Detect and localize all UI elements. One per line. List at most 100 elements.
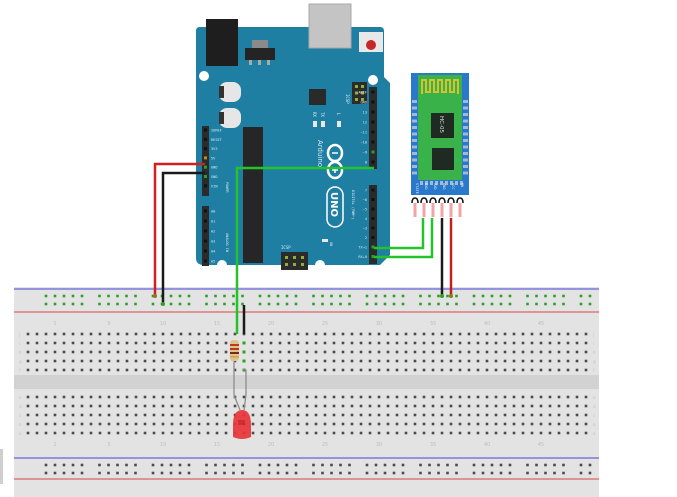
terminal-hole: [503, 395, 507, 399]
column-marker-bottom: 1: [53, 442, 56, 448]
terminal-hole: [125, 413, 129, 417]
terminal-hole: [116, 422, 120, 426]
terminal-hole: [314, 413, 318, 417]
terminal-hole: [431, 332, 435, 336]
terminal-hole: [422, 395, 426, 399]
rail-hole: [241, 294, 244, 298]
terminal-hole: [206, 332, 210, 336]
rail-hole: [187, 294, 191, 298]
terminal-hole: [134, 422, 138, 426]
terminal-hole: [449, 332, 453, 336]
digital-pin: [371, 255, 375, 258]
rail-hole: [472, 302, 476, 306]
hc05-bottom-pad: [440, 181, 443, 185]
power-pin: [204, 128, 207, 132]
rail-hole: [339, 294, 342, 298]
terminal-hole: [341, 368, 345, 372]
rail-hole: [232, 463, 235, 467]
terminal-hole: [332, 332, 336, 336]
mount-hole: [315, 260, 325, 270]
terminal-hole: [584, 368, 588, 372]
terminal-hole: [323, 395, 327, 399]
column-marker-bottom: 15: [214, 442, 220, 448]
resistor-body: [230, 340, 239, 361]
terminal-hole: [80, 431, 84, 435]
rail-hole: [107, 463, 110, 467]
terminal-hole: [494, 359, 498, 363]
terminal-hole: [377, 350, 381, 354]
wire-5v-red[interactable]: [153, 162, 205, 296]
terminal-hole: [305, 341, 309, 345]
terminal-hole: [152, 350, 156, 354]
terminal-hole: [188, 431, 192, 435]
rail-hole: [125, 463, 128, 467]
terminal-hole: [62, 341, 66, 345]
terminal-hole: [575, 395, 579, 399]
terminal-hole: [521, 350, 525, 354]
hc05-pin-bend: [429, 197, 437, 204]
terminal-hole: [305, 350, 309, 354]
terminal-hole: [584, 413, 588, 417]
terminal-hole: [494, 422, 498, 426]
terminal-hole: [224, 332, 228, 336]
terminal-hole: [377, 431, 381, 435]
terminal-hole: [377, 368, 381, 372]
terminal-hole: [224, 341, 228, 345]
terminal-hole: [557, 422, 561, 426]
terminal-hole: [548, 422, 552, 426]
terminal-hole: [440, 341, 444, 345]
icsp2-pin: [361, 98, 364, 101]
wire-rx-green[interactable]: [374, 218, 434, 259]
terminal-hole: [485, 422, 489, 426]
terminal-hole: [359, 332, 363, 336]
terminal-hole: [350, 341, 354, 345]
rail-hole: [472, 471, 476, 475]
digital-pin: [371, 236, 375, 239]
terminal-hole: [278, 359, 282, 363]
resistor-band: [230, 352, 239, 354]
terminal-hole: [278, 368, 282, 372]
terminal-hole: [494, 431, 498, 435]
voltage-regulator-tab: [252, 40, 268, 48]
terminal-hole: [53, 368, 57, 372]
rail-hole: [490, 294, 494, 298]
analog-pin-label: A4: [211, 250, 215, 254]
terminal-hole: [287, 368, 291, 372]
terminal-hole: [152, 413, 156, 417]
terminal-hole: [224, 368, 228, 372]
terminal-hole: [476, 341, 480, 345]
terminal-hole: [314, 359, 318, 363]
analog-header-label: ANALOG IN: [225, 233, 229, 252]
rail-hole: [134, 463, 137, 467]
terminal-hole: [341, 350, 345, 354]
terminal-hole: [215, 350, 219, 354]
terminal-hole: [377, 404, 381, 408]
terminal-hole: [170, 368, 174, 372]
terminal-hole: [71, 413, 75, 417]
terminal-hole: [377, 341, 381, 345]
terminal-hole: [170, 404, 174, 408]
arduino-brand-label: Arduino: [316, 140, 324, 167]
tx-label: TX: [320, 112, 325, 117]
terminal-hole: [422, 332, 426, 336]
wire-pin9-green[interactable]: [235, 166, 374, 334]
terminal-hole: [422, 350, 426, 354]
wire-gnd-black[interactable]: [161, 171, 205, 304]
wire-tx-green[interactable]: [374, 218, 425, 250]
reset-button[interactable]: [366, 40, 376, 50]
terminal-hole: [44, 350, 48, 354]
terminal-hole: [503, 431, 507, 435]
terminal-hole: [161, 368, 165, 372]
column-marker-bottom: 10: [160, 442, 166, 448]
power-pin-label: IOREF: [211, 129, 222, 133]
terminal-hole: [431, 341, 435, 345]
row-label: h: [19, 350, 22, 355]
terminal-hole: [152, 332, 156, 336]
rail-hole: [151, 463, 155, 467]
terminal-hole: [431, 359, 435, 363]
rail-hole: [71, 471, 75, 475]
rail-hole: [321, 302, 324, 306]
row-label: j: [18, 332, 20, 337]
mount-hole: [217, 260, 227, 270]
terminal-hole: [368, 395, 372, 399]
